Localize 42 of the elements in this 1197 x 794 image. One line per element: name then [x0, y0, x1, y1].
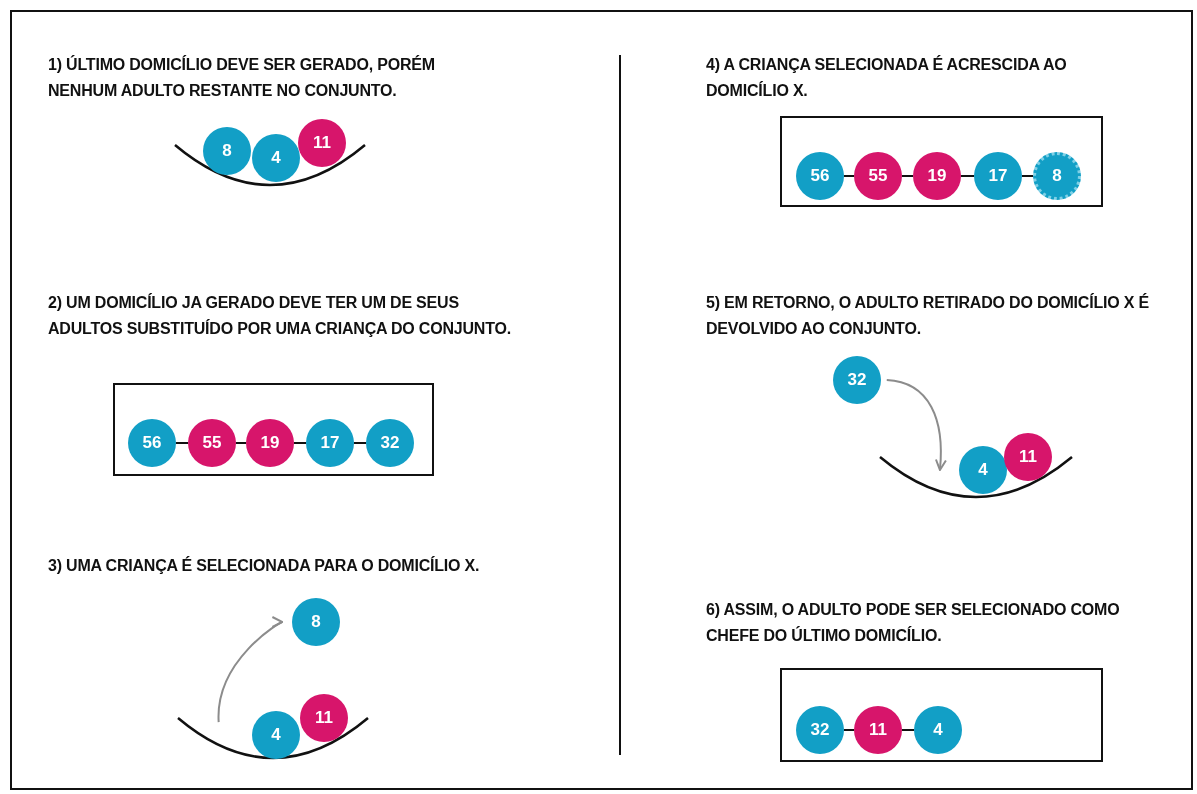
step-heading: 1) ÚLTIMO DOMICÍLIO DEVE SER GERADO, PORÉM NENHUM ADULTO RESTANTE NO CONJUNTO.: [48, 54, 436, 101]
number-circle: 11: [854, 706, 902, 754]
connector-line: [843, 175, 855, 177]
number-circle: 8: [203, 127, 251, 175]
number-circle: 19: [913, 152, 961, 200]
number-circle: 4: [914, 706, 962, 754]
number-circle: 11: [1004, 433, 1052, 481]
number-circle: 56: [128, 419, 176, 467]
number-circle: 32: [796, 706, 844, 754]
number-circle: 55: [188, 419, 236, 467]
number-circle: 32: [366, 419, 414, 467]
step-heading: 2) UM DOMICÍLIO JA GERADO DEVE TER UM DE SEUS ADULTOS SUBSTITUÍDO POR UMA CRIANÇA DO CONJUNTO.: [48, 292, 512, 339]
number-circle: 19: [246, 419, 294, 467]
step-heading: 3) UMA CRIANÇA É SELECIONADA PARA O DOMICÍLIO X.: [48, 555, 481, 576]
connector-line: [960, 175, 975, 177]
step-heading: 4) A CRIANÇA SELECIONADA É ACRESCIDA AO DOMICÍLIO X.: [706, 54, 1068, 101]
household-frame: [780, 116, 1103, 207]
step-heading: 6) ASSIM, O ADULTO PODE SER SELECIONADO COMO CHEFE DO ÚLTIMO DOMICÍLIO.: [706, 600, 1121, 646]
number-circle: 11: [298, 119, 346, 167]
connector-line: [901, 175, 914, 177]
curved-arrow: [885, 379, 947, 471]
number-circle: 17: [974, 152, 1022, 200]
connector-line: [293, 442, 307, 444]
number-circle: 8: [292, 598, 340, 646]
connector-line: [175, 442, 189, 444]
number-circle: 4: [959, 446, 1007, 494]
connector-line: [1021, 175, 1034, 177]
number-circle: 4: [252, 711, 300, 759]
connector-line: [901, 729, 915, 731]
number-circle: 11: [300, 694, 348, 742]
number-circle: 32: [833, 356, 881, 404]
number-circle: 4: [252, 134, 300, 182]
connector-line: [353, 442, 367, 444]
number-circle: 8: [1033, 152, 1081, 200]
connector-line: [843, 729, 855, 731]
connector-line: [235, 442, 247, 444]
number-circle: 55: [854, 152, 902, 200]
household-frame: [113, 383, 434, 476]
household-frame: [780, 668, 1103, 762]
number-circle: 17: [306, 419, 354, 467]
number-circle: 56: [796, 152, 844, 200]
step-heading: 5) EM RETORNO, O ADULTO RETIRADO DO DOMICÍLIO X É DEVOLVIDO AO CONJUNTO.: [706, 292, 1150, 339]
